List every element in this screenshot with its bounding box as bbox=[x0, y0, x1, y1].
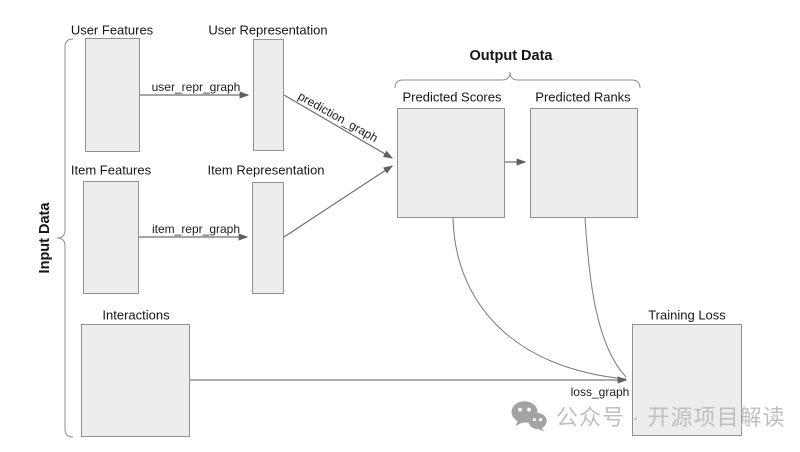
label-edge-loss-graph: loss_graph bbox=[570, 385, 630, 399]
label-interactions: Interactions bbox=[102, 307, 170, 323]
label-predicted-ranks: Predicted Ranks bbox=[535, 89, 631, 105]
label-item-representation: Item Representation bbox=[207, 162, 325, 178]
label-edge-user-repr-graph: user_repr_graph bbox=[151, 80, 241, 94]
label-user-representation: User Representation bbox=[208, 22, 328, 38]
label-predicted-scores: Predicted Scores bbox=[402, 89, 502, 105]
node-predicted-scores bbox=[397, 108, 505, 218]
label-user-features: User Features bbox=[70, 22, 154, 38]
label-training-loss: Training Loss bbox=[648, 307, 726, 323]
output-data-brace bbox=[394, 71, 641, 89]
label-output-data-group: Output Data bbox=[469, 47, 553, 64]
label-input-data-group: Input Data bbox=[36, 202, 53, 274]
node-user-features bbox=[85, 38, 140, 152]
input-data-brace bbox=[56, 38, 74, 438]
edge-prediction-graph-lower bbox=[283, 165, 394, 238]
node-user-representation bbox=[253, 39, 284, 151]
node-item-representation bbox=[252, 182, 284, 294]
edge-ranks-to-loss-curve bbox=[584, 217, 627, 378]
node-training-loss bbox=[632, 324, 742, 436]
wechat-icon bbox=[510, 400, 548, 432]
edge-scores-to-loss-curve bbox=[452, 217, 627, 380]
label-item-features: Item Features bbox=[70, 162, 152, 178]
label-edge-item-repr-graph: item_repr_graph bbox=[151, 222, 241, 236]
watermark: 公众号 · 开源项目解读 bbox=[510, 400, 786, 432]
watermark-text: 公众号 · 开源项目解读 bbox=[556, 405, 786, 430]
node-interactions bbox=[81, 324, 190, 437]
edge-prediction-graph-upper bbox=[283, 94, 394, 159]
node-item-features bbox=[83, 181, 139, 294]
node-predicted-ranks bbox=[530, 108, 638, 218]
